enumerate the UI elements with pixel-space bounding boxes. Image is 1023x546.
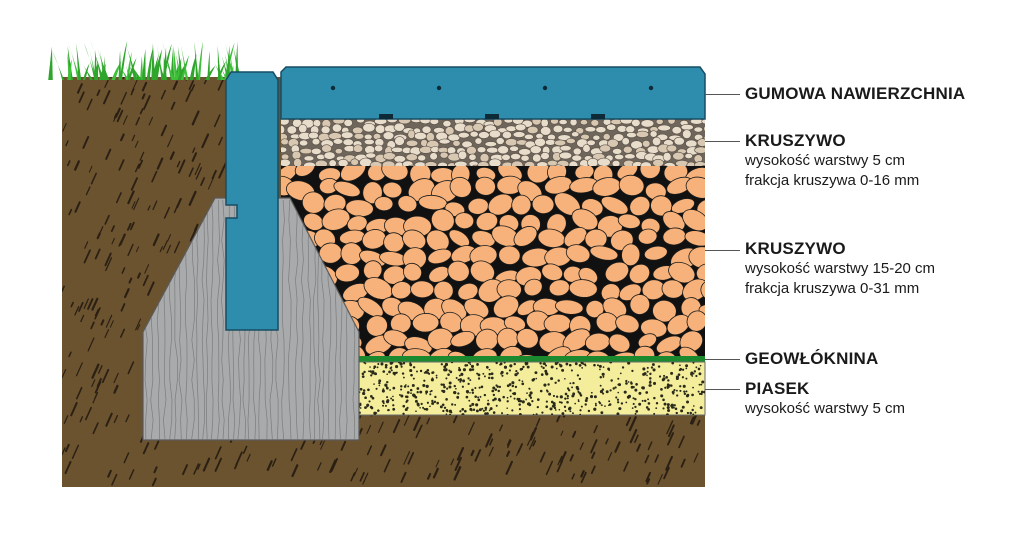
callout-fine-aggregate-fraction: frakcja kruszywa 0-16 mm (745, 172, 920, 189)
geotextile-layer (359, 356, 705, 362)
leader-line-fine-aggregate (705, 141, 740, 142)
callout-coarse-aggregate-title: KRUSZYWO (745, 239, 846, 258)
callout-geotextile-title: GEOWŁÓKNINA (745, 349, 879, 368)
callout-sand-title: PIASEK (745, 379, 810, 398)
grass-icon (48, 40, 242, 80)
rubber-surface-layer (280, 66, 706, 120)
coarse-aggregate-layer (281, 166, 705, 356)
leader-line-sand (705, 389, 740, 390)
callout-rubber: GUMOWA NAWIERZCHNIA (745, 84, 965, 104)
callout-sand-height: wysokość warstwy 5 cm (745, 400, 906, 417)
leader-line-coarse-aggregate (705, 250, 740, 251)
callout-coarse-aggregate: KRUSZYWO wysokość warstwy 15-20 cm frakc… (745, 239, 935, 299)
leader-line-geotextile (705, 359, 740, 360)
callout-rubber-title: GUMOWA NAWIERZCHNIA (745, 84, 966, 103)
curb-post (225, 71, 279, 331)
fine-aggregate-layer (281, 119, 705, 166)
callout-coarse-aggregate-fraction: frakcja kruszywa 0-31 mm (745, 280, 920, 297)
leader-line-rubber (705, 94, 740, 95)
callout-geotextile: GEOWŁÓKNINA (745, 349, 878, 369)
callout-fine-aggregate: KRUSZYWO wysokość warstwy 5 cm frakcja k… (745, 131, 919, 191)
callout-sand: PIASEK wysokość warstwy 5 cm (745, 379, 905, 419)
sand-layer (358, 361, 706, 416)
callout-coarse-aggregate-height: wysokość warstwy 15-20 cm (745, 260, 936, 277)
callout-fine-aggregate-height: wysokość warstwy 5 cm (745, 152, 906, 169)
callout-fine-aggregate-title: KRUSZYWO (745, 131, 846, 150)
